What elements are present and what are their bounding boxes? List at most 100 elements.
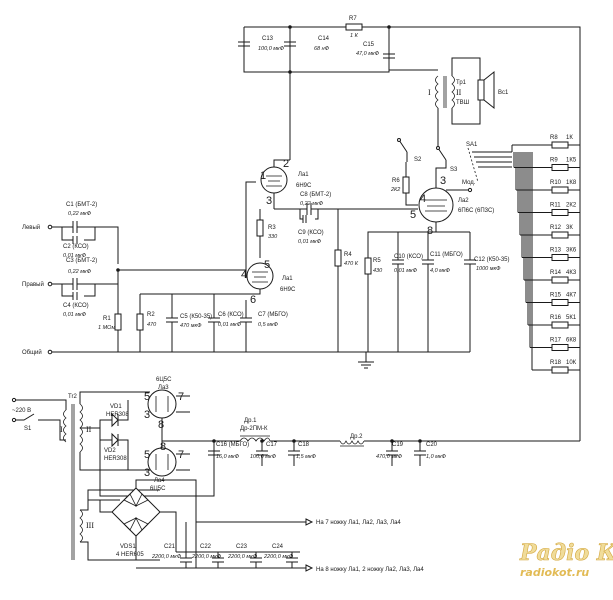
c10-value: 0,01 мкФ: [394, 268, 418, 274]
resistor-body: [551, 366, 569, 374]
vd2-ref: VD2: [104, 448, 116, 454]
la2-pin-grid: 4: [420, 193, 426, 205]
vds1-ref: VDS1: [120, 544, 136, 550]
switch-sa1: SA1: [466, 142, 512, 183]
bank-value-r8: 1К: [566, 135, 573, 141]
c16-ref: C16 (МБГО): [216, 442, 249, 448]
la3-type: 6Ц5С: [156, 377, 172, 383]
bank-value-r11: 2К2: [566, 203, 577, 209]
c19-value: 470,0 мкФ: [376, 454, 403, 460]
filament-rails: [136, 521, 310, 569]
bank-value-r14: 4К3: [566, 270, 577, 276]
diode-vd1: VD1 HER308: [99, 400, 129, 428]
capacitor-c9: C9 (КСО) 0,01 мкФ: [298, 209, 324, 245]
c7-ref: C7 (МБГО): [258, 312, 288, 318]
la1a-pin-grid: 1: [260, 170, 266, 182]
speaker-ref: Вс1: [498, 90, 509, 96]
bank-value-r9: 1К5: [566, 158, 577, 164]
filament-pin8-note: На 8 ножку Ла1, 2 ножку Ла2, Ла3, Ла4: [300, 564, 424, 573]
c13-value: 100,0 мкФ: [258, 46, 285, 52]
r6-value: 2К2: [390, 187, 400, 193]
capacitor-c11: C11 (МБГО) 4,0 мкФ: [422, 232, 463, 352]
tube-la3: 6Ц5С Ла3 5 7 3 8: [144, 377, 190, 441]
resistor-body: [551, 299, 569, 306]
c7-value: 0,5 мкФ: [258, 322, 279, 328]
bank-ref-r11: R11: [550, 203, 561, 209]
la2-ref: Ла2: [458, 198, 469, 204]
resistor-bank-item: R13 3К6: [522, 248, 580, 261]
watermark-line1: Радіо КОТ: [519, 540, 613, 566]
c19-ref: C19: [392, 442, 404, 448]
la1b-ref: Ла1: [282, 276, 293, 282]
bank-ref-r17: R17: [550, 338, 562, 344]
sa1-ref: SA1: [466, 142, 478, 148]
la4-pin-8: 8: [160, 441, 166, 453]
bank-value-r10: 1К8: [566, 180, 577, 186]
r2-ref: R2: [147, 312, 155, 318]
c17-ref: C17: [266, 442, 278, 448]
c4-ref: C4 (КСО): [63, 303, 89, 309]
capacitor-c22: C22 2200,0 мкФ: [191, 544, 224, 568]
capacitor-c23: C23 2200,0 мкФ: [227, 544, 262, 568]
r4-ref: R4: [344, 252, 352, 258]
mains-label: ~220 В: [12, 408, 31, 414]
la4-pin-5: 5: [144, 449, 150, 461]
vd1-type: HER308: [106, 412, 129, 418]
capacitor-c24: C24 2200,0 мкФ: [263, 544, 298, 568]
c22-value: 2200,0 мкФ: [191, 554, 222, 560]
resistor-r6: R6 2К2: [390, 162, 418, 206]
bank-ref-r13: R13: [550, 248, 562, 254]
tube-la1-a: 2 1 3 Ла1 6Н9С: [245, 158, 312, 270]
tr1-type: ТВШ: [456, 100, 469, 106]
resistor-body: [551, 321, 569, 329]
bank-ref-r10: R10: [550, 180, 562, 186]
c20-value: 1,0 мкФ: [426, 454, 447, 460]
la3-pin-3: 3: [144, 409, 150, 421]
bank-value-r15: 4К7: [566, 293, 577, 299]
s1-ref: S1: [24, 426, 32, 432]
bridge-rectifier-vds1: VDS1 4 HER605: [99, 479, 197, 568]
tr1-winding-2: II: [456, 88, 462, 97]
pin7-note: На 7 ножку Ла1, Ла2, Ла3, Ла4: [316, 520, 401, 526]
vd1-ref: VD1: [110, 404, 122, 410]
tr2-ref: Tr2: [68, 394, 77, 400]
choke-dr2: Др.2: [339, 434, 365, 447]
c24-ref: C24: [272, 544, 284, 550]
c20-ref: C20: [426, 442, 438, 448]
capacitor-c20: C20 1,0 мкФ: [414, 441, 447, 466]
c8-ref: C8 (БМТ-2): [300, 192, 331, 198]
capacitor-c2: C2 (КСО) 0,01 мкФ: [63, 244, 89, 259]
la1a-pin-anode: 2: [283, 158, 289, 170]
bank-value-r17: 6К8: [566, 338, 577, 344]
vds1-type: 4 HER605: [116, 552, 144, 558]
watermark-line2: radiokot.ru: [520, 566, 589, 579]
c23-ref: C23: [236, 544, 248, 550]
input-left-label: Левый: [22, 224, 40, 231]
bank-value-r18: 10К: [566, 360, 577, 366]
c22-ref: C22: [200, 544, 212, 550]
capacitor-c19: C19 470,0 мкФ: [376, 441, 404, 466]
vd2-type: HER308: [104, 456, 127, 462]
capacitor-c12: C12 (К50-35) 1000 мкФ: [436, 231, 510, 352]
capacitor-c16: C16 (МБГО) 16,0 мкФ: [208, 441, 249, 496]
capacitor-c10: C10 (КСО) 0,01 мкФ: [392, 232, 423, 352]
la1b-type: 6Н9С: [280, 287, 296, 293]
c5-ref: C5 (К50-35): [180, 314, 212, 320]
output-terminal: Мод.: [446, 180, 476, 193]
c15-value: 47,0 мкФ: [356, 51, 380, 57]
resistor-body: [551, 164, 569, 171]
la1a-ref: Ла1: [298, 172, 309, 178]
c13-ref: C13: [262, 36, 274, 42]
r6-ref: R6: [392, 178, 400, 184]
c12-value: 1000 мкФ: [476, 266, 501, 272]
r7-ref: R7: [349, 16, 357, 22]
input-left: Левый: [22, 221, 119, 264]
c24-value: 2200,0 мкФ: [263, 554, 294, 560]
capacitor-c17: C17 100,0 мкФ: [250, 441, 278, 466]
bank-value-r13: 3К6: [566, 248, 577, 254]
c12-ref: C12 (К50-35): [474, 257, 510, 263]
